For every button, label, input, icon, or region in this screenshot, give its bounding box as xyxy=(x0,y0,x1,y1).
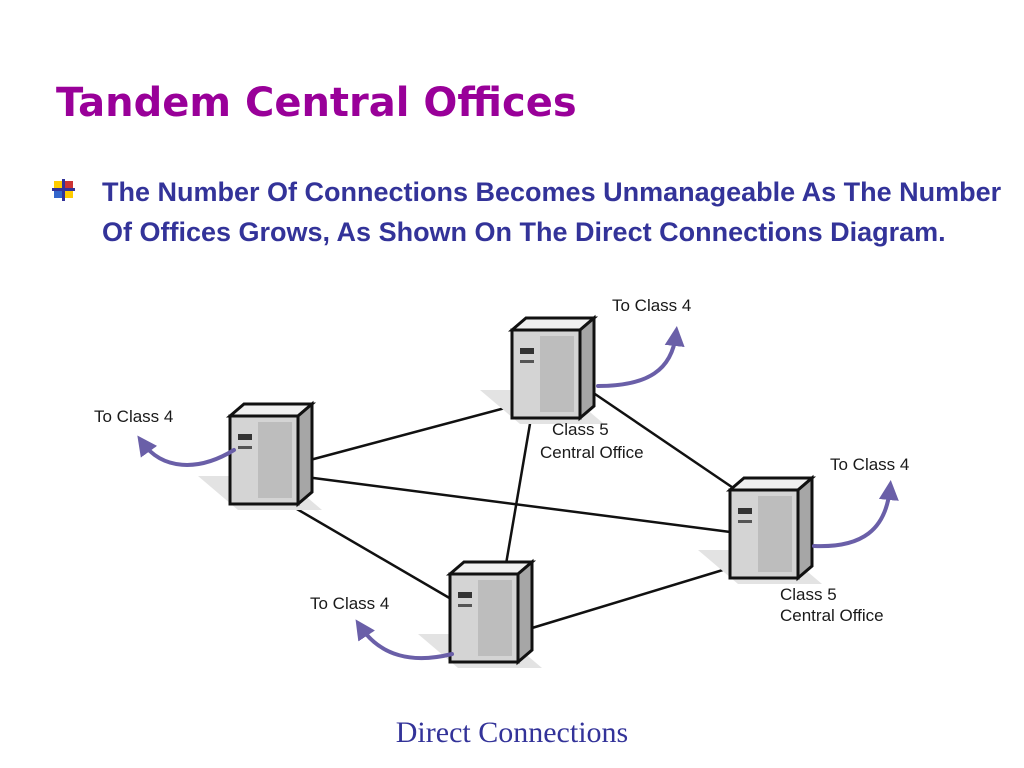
arrow-bottom-to-class4 xyxy=(355,619,454,661)
link-top-right xyxy=(591,390,749,500)
label-left-to-class4: To Class 4 xyxy=(94,407,173,426)
label-right-to-class4: To Class 4 xyxy=(830,455,909,474)
slide-title: Tandem Central Offices xyxy=(56,80,577,126)
label-top-office-class: Class 5 xyxy=(552,420,609,439)
label-right-office-name: Central Office xyxy=(780,606,884,625)
bullet-icon xyxy=(52,179,75,201)
link-right-bottom xyxy=(531,564,737,630)
arrow-left-to-class4 xyxy=(137,435,236,467)
label-top-office-name: Central Office xyxy=(540,443,644,462)
office-node-left xyxy=(198,400,322,510)
office-node-bottom xyxy=(418,558,542,668)
label-right-office-class: Class 5 xyxy=(780,585,837,604)
office-node-right xyxy=(698,474,822,584)
connection-lines xyxy=(277,390,749,630)
label-top-to-class4: To Class 4 xyxy=(612,296,691,315)
arrow-right-to-class4 xyxy=(812,480,899,549)
office-node-top xyxy=(480,314,604,424)
link-top-left xyxy=(294,402,521,466)
label-bottom-to-class4: To Class 4 xyxy=(310,594,389,613)
arrow-top-to-class4 xyxy=(596,326,685,388)
link-left-right xyxy=(297,474,739,535)
diagram-caption: Direct Connections xyxy=(395,716,629,749)
bullet-text: The Number Of Connections Becomes Unmana… xyxy=(102,177,1002,247)
link-left-bottom xyxy=(277,496,459,605)
link-top-bottom xyxy=(503,411,534,571)
